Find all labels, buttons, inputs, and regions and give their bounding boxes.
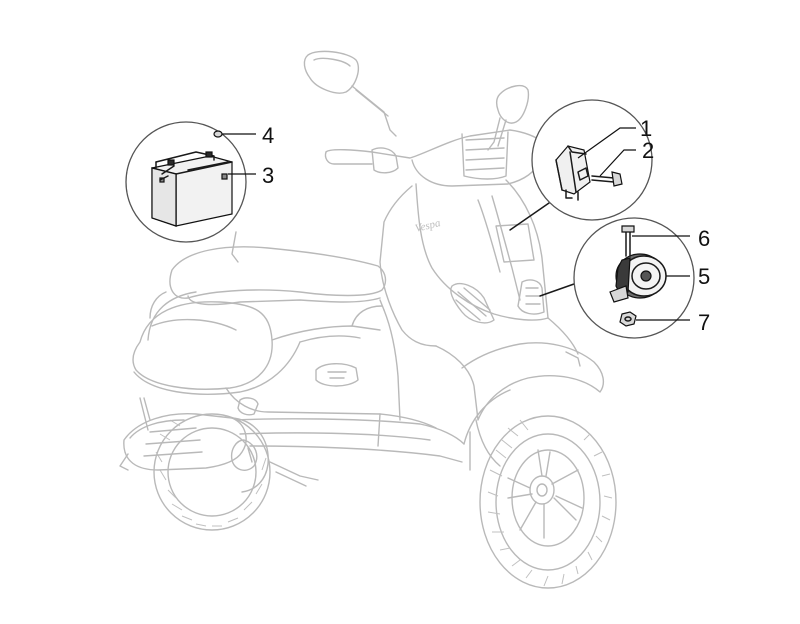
relay-icon	[555, 145, 591, 201]
front-wheel	[479, 415, 617, 589]
front-shield: Vespa	[379, 179, 549, 347]
relay-callout-circle	[531, 99, 653, 221]
exhaust-engine	[119, 397, 319, 493]
leader-1	[577, 127, 636, 159]
horn-leader-line	[539, 283, 575, 297]
battery-callout	[125, 121, 247, 263]
callout-number-3: 3	[262, 163, 274, 188]
relay-bolt-icon	[591, 171, 623, 187]
seat-and-body	[132, 246, 437, 429]
callout-number-7: 7	[698, 310, 710, 335]
callout-number-1: 1	[640, 116, 652, 141]
label-leaders	[222, 127, 690, 321]
callout-number-5: 5	[698, 264, 710, 289]
callout-number-4: 4	[262, 123, 274, 148]
front-fork	[469, 419, 501, 471]
floorboard	[235, 413, 465, 463]
horn-bolt-icon	[621, 225, 635, 257]
right-mirror	[487, 84, 530, 151]
horn-icon	[609, 253, 667, 303]
callout-number-6: 6	[698, 226, 710, 251]
vespa-script-logo: Vespa	[414, 217, 442, 235]
leader-2	[599, 149, 636, 177]
battery-terminal-screw-icon	[213, 130, 223, 138]
callout-numbers: 4 3 1 2 6 5 7	[262, 116, 710, 335]
battery-leader-line	[231, 231, 239, 263]
left-mirror	[303, 50, 397, 137]
relay-callout	[509, 99, 653, 231]
front-mudguard	[435, 317, 605, 445]
callout-number-2: 2	[642, 138, 654, 163]
horn-callout	[539, 217, 695, 339]
rear-wheel	[153, 413, 271, 531]
battery-icon	[151, 151, 233, 227]
scooter-outline: Vespa	[119, 50, 617, 589]
horn-nut-icon	[619, 311, 637, 327]
